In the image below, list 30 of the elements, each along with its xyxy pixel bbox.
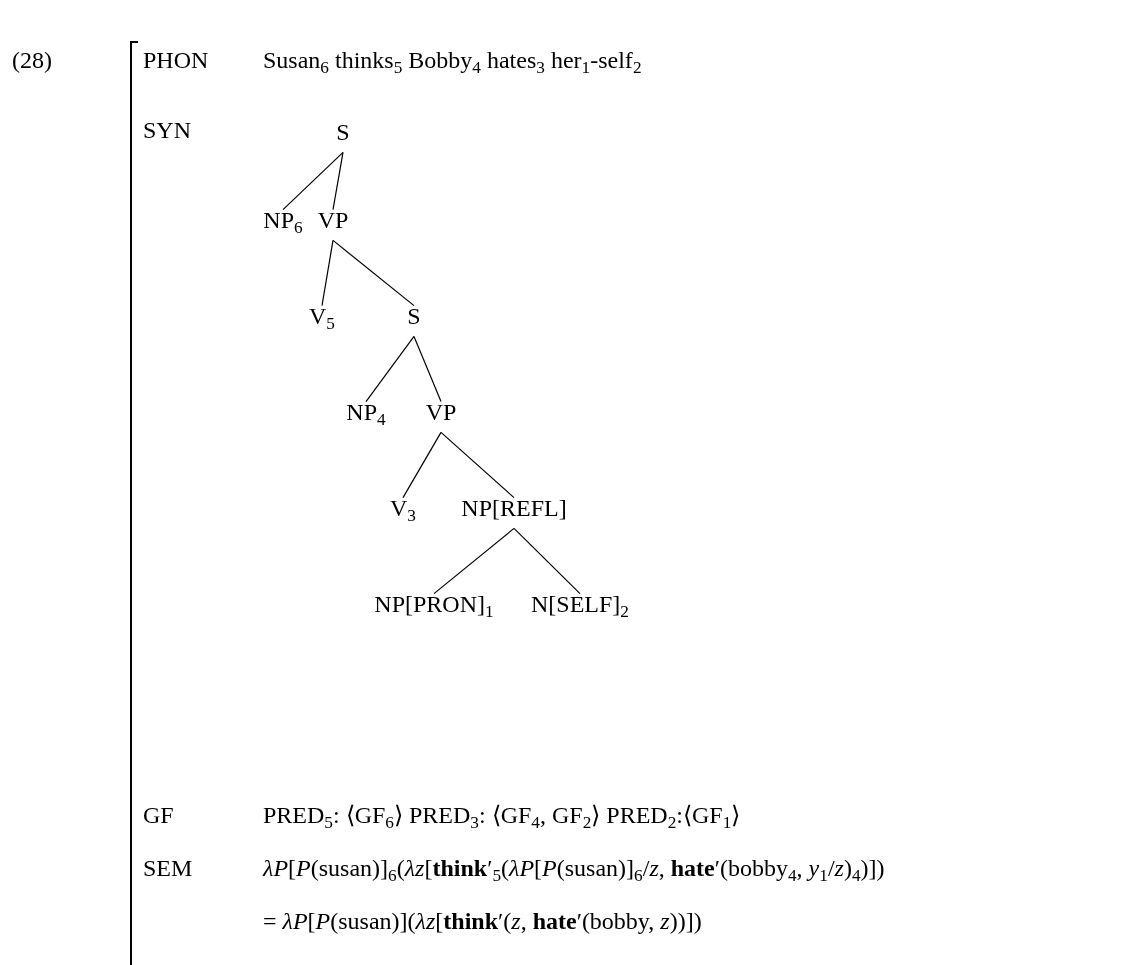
tree-node-label: VP — [425, 397, 457, 427]
tree-node-label: V$_{3}$ — [390, 493, 416, 523]
feature-name: GF — [143, 800, 174, 830]
tree-branch — [433, 527, 515, 595]
tree-branch — [332, 151, 344, 211]
feature-value: λP[P(susan)]$_{6}$(λz[think′$_{5}$(λP[P(susan)]$_{6}$/z, hate′(bobby$_{4}$, y$_{1}$/z)$_{4}$)]) — [263, 853, 885, 883]
feature-value: Susan$_{6}$ thinks$_{5}$ Bobby$_{4}$ hates$_{3}$ her$_{1}$-self$_{2}$ — [263, 45, 642, 75]
tree-node-label: V$_{5}$ — [309, 301, 335, 331]
feature-name: SYN — [143, 115, 191, 145]
tree-node-label: NP$_{4}$ — [346, 397, 386, 427]
tree-node-label: S — [336, 117, 350, 147]
tree-branch — [413, 335, 442, 403]
tree-node-label: NP$_{6}$ — [263, 205, 303, 235]
tree-branch — [282, 151, 344, 211]
feature-name: PHON — [143, 45, 209, 75]
tree-branch — [365, 335, 415, 403]
example-number: (28) — [12, 45, 52, 75]
tree-branch — [332, 239, 415, 307]
tree-node-label: NP[PRON]$_{1}$ — [374, 589, 494, 619]
tree-node-label: VP — [317, 205, 349, 235]
tree-branch — [513, 527, 581, 595]
feature-value: = λP[P(susan)](λz[think′(z, hate′(bobby, z))]) — [263, 906, 702, 936]
tree-branch — [402, 431, 442, 499]
tree-node-label: N[SELF]$_{2}$ — [531, 589, 629, 619]
tree-branch — [321, 239, 334, 307]
feature-value: PRED$_{5}$: ⟨GF$_{6}$⟩ PRED$_{3}$: ⟨GF$_{4}$, GF$_{2}$⟩ PRED$_{2}$:⟨GF$_{1}$⟩ — [263, 800, 741, 830]
tree-branch — [440, 431, 515, 499]
tree-node-label: NP[REFL] — [461, 493, 567, 523]
feature-name: SEM — [143, 853, 193, 883]
tree-node-label: S — [407, 301, 421, 331]
